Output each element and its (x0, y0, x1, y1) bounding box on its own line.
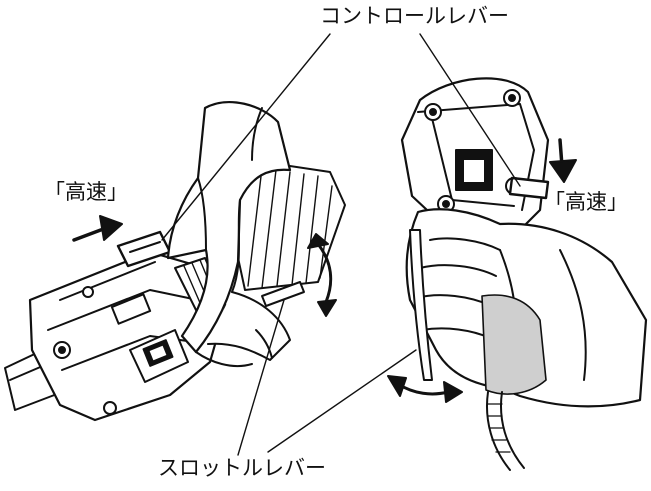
label-high-speed-right: 「高速」 (544, 190, 628, 214)
throttle-swing-arrow-right (387, 375, 463, 403)
leader-throttle-left (237, 299, 285, 456)
high-speed-arrow-left (72, 215, 123, 242)
handle-grip-right (481, 294, 547, 395)
right-figure (267, 33, 648, 471)
engine-housing-right (400, 77, 550, 232)
leader-control-right (419, 33, 521, 187)
stop-switch-right (455, 149, 493, 191)
throttle-lever-right (409, 229, 433, 381)
leader-throttle-right (267, 349, 417, 453)
high-speed-arrow-right (549, 138, 577, 183)
leader-control-left (161, 33, 331, 241)
throttle-lever-left (261, 281, 305, 307)
left-figure (4, 33, 346, 456)
label-high-speed-left: 「高速」 (44, 180, 128, 204)
control-lever-right (508, 176, 550, 200)
stop-switch-left (129, 329, 189, 383)
label-control-lever: コントロールレバー (320, 4, 509, 28)
glove-left (166, 100, 292, 368)
label-throttle-lever: スロットルレバー (158, 456, 326, 480)
cable-right (486, 391, 525, 471)
throttle-swing-arrow-left (307, 233, 337, 317)
